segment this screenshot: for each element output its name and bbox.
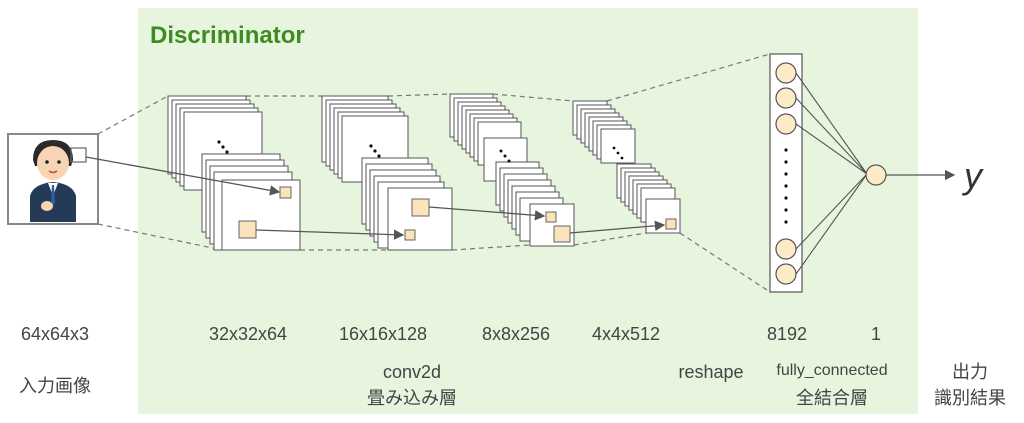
dim-conv4: 4x4x512 [591,324,661,344]
label-output-result: 識別結果 [934,388,1006,408]
label-input: 入力画像 [19,376,91,396]
feature-map-stack-4 [572,100,681,234]
fc-neuron [775,238,797,260]
fc-neuron [775,87,797,109]
feature-map-stack-3 [449,93,575,247]
dim-output: 1 [870,324,882,344]
dim-conv1: 32x32x64 [208,324,288,344]
label-fc: fully_connected [776,362,888,379]
feature-map-stack-1 [167,95,301,251]
conv-arrows [85,156,666,240]
fc-neuron [775,62,797,84]
output-symbol: y [964,155,982,196]
label-reshape: reshape [678,362,744,382]
feature-map-stack-2 [321,95,453,251]
receptive-field [70,147,87,163]
label-conv-jp: 畳み込み層 [367,388,457,408]
perspective-lines [97,53,771,293]
label-output: 出力 [952,362,988,382]
input-image [7,133,99,225]
person-illustration [30,140,76,222]
fc-layer [769,53,868,293]
output-neuron [865,164,956,186]
label-fc-jp: 全結合層 [796,388,868,408]
dim-conv2: 16x16x128 [338,324,428,344]
fc-neuron [775,113,797,135]
kernels [238,186,677,243]
fc-neuron [775,263,797,285]
dim-input: 64x64x3 [20,324,90,344]
diagram-title: Discriminator [150,22,305,49]
stack-dots [217,140,624,163]
dim-conv3: 8x8x256 [481,324,551,344]
label-conv: conv2d [382,362,442,382]
dim-fc: 8192 [766,324,808,344]
